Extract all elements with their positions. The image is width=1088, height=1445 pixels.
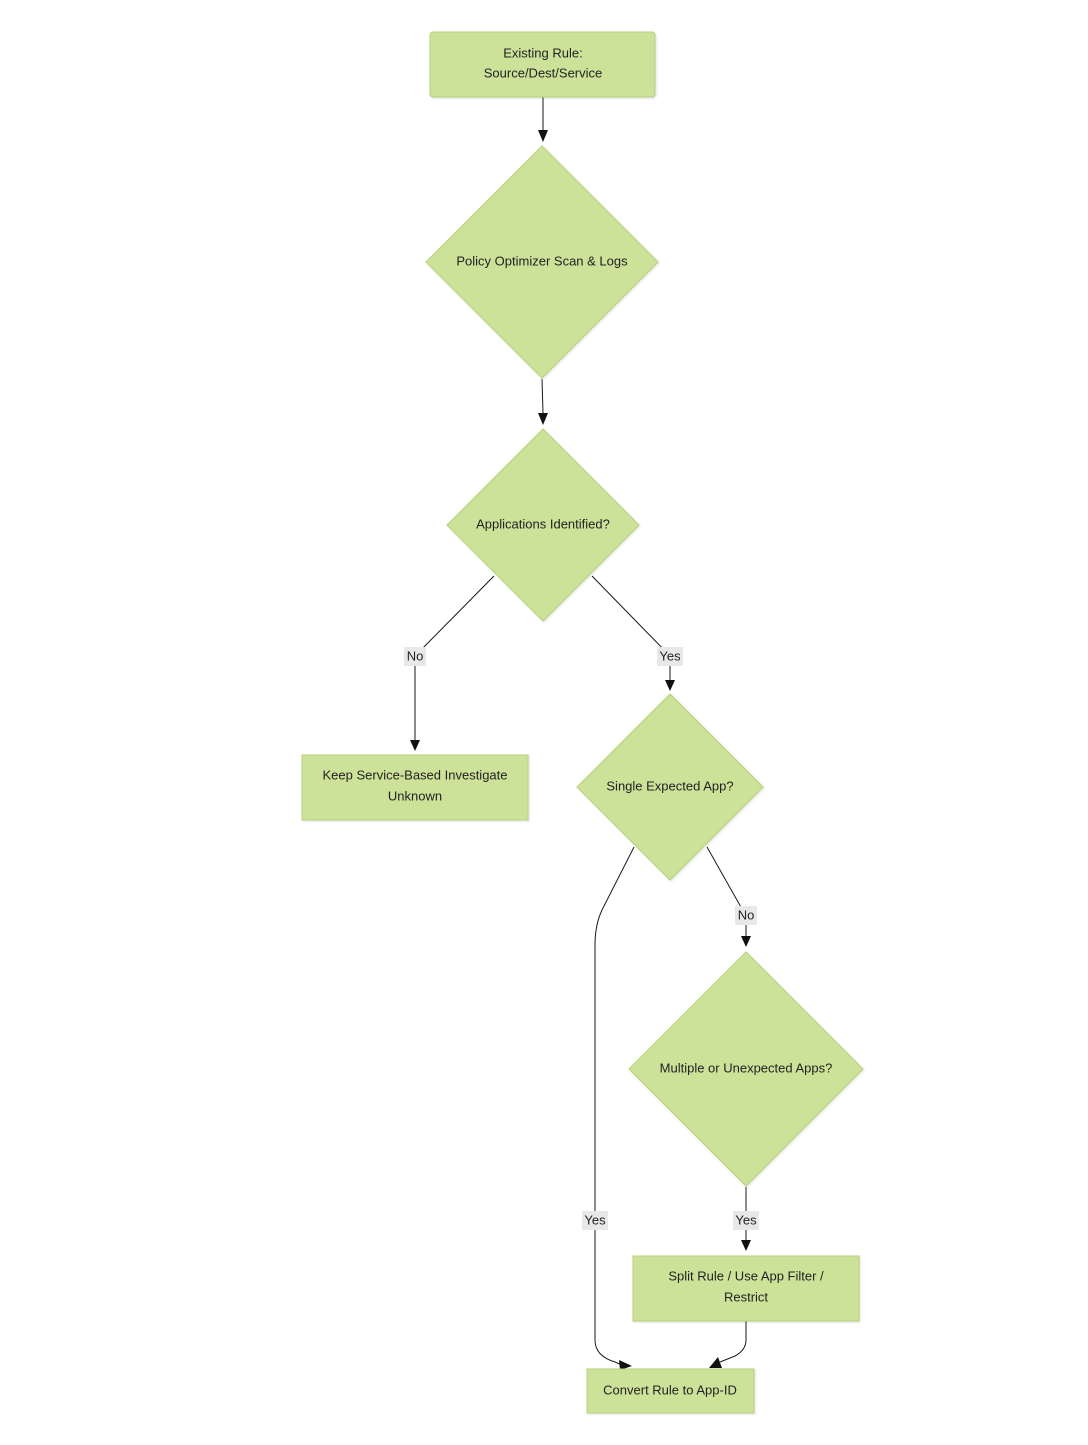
node-policy-optimizer-label: Policy Optimizer Scan & Logs <box>456 253 628 268</box>
arrowhead-icon <box>410 740 420 751</box>
edge-label-text: Yes <box>735 1212 757 1227</box>
edge-label-single-no: No <box>735 906 757 925</box>
node-keep-service <box>301 754 529 821</box>
edge-single-yes <box>594 846 635 1367</box>
arrowhead-icon <box>665 680 675 691</box>
edge-optimizer-to-apps <box>541 378 544 414</box>
edge-label-text: No <box>407 648 424 663</box>
arrowhead-icon <box>538 413 548 425</box>
arrowhead-icon <box>741 936 751 947</box>
edge-labels: No Yes No Yes Yes <box>404 647 759 1230</box>
node-convert-rule <box>586 1368 755 1414</box>
node-single-app-label: Single Expected App? <box>606 778 733 793</box>
edge-label-text: Yes <box>659 648 681 663</box>
edge-split-to-convert <box>719 1321 747 1363</box>
edge-label-multiple-yes: Yes <box>733 1211 759 1230</box>
nodes: Existing Rule: Source/Dest/Service Polic… <box>301 31 864 1414</box>
node-existing-rule-line1: Existing Rule: <box>503 45 582 60</box>
node-policy-optimizer <box>425 145 659 379</box>
node-apps-identified-label: Applications Identified? <box>476 516 610 531</box>
arrowhead-icon <box>619 1360 632 1370</box>
node-split-rule-line2: Restrict <box>724 1289 768 1304</box>
edge-label-single-yes: Yes <box>582 1211 608 1230</box>
node-single-app <box>576 693 764 881</box>
node-multiple-apps-label: Multiple or Unexpected Apps? <box>660 1060 833 1075</box>
arrowhead-icon <box>741 1240 751 1251</box>
node-split-rule-line1: Split Rule / Use App Filter / <box>668 1268 824 1283</box>
node-existing-rule-line2: Source/Dest/Service <box>484 65 603 80</box>
node-apps-identified <box>446 428 640 622</box>
node-convert-rule-label: Convert Rule to App-ID <box>603 1382 737 1397</box>
node-split-rule <box>632 1255 860 1322</box>
arrowhead-icon <box>538 130 548 142</box>
edge-apps-no <box>414 575 495 740</box>
node-multiple-apps <box>628 951 864 1187</box>
edge-label-text: Yes <box>584 1212 606 1227</box>
edge-label-apps-no: No <box>404 647 426 666</box>
edge-label-text: No <box>738 907 755 922</box>
node-keep-service-line2: Unknown <box>388 788 442 803</box>
node-existing-rule <box>429 31 656 98</box>
arrowhead-icon <box>709 1357 722 1368</box>
node-keep-service-line1: Keep Service-Based Investigate <box>323 767 508 782</box>
edge-label-apps-yes: Yes <box>657 647 683 666</box>
